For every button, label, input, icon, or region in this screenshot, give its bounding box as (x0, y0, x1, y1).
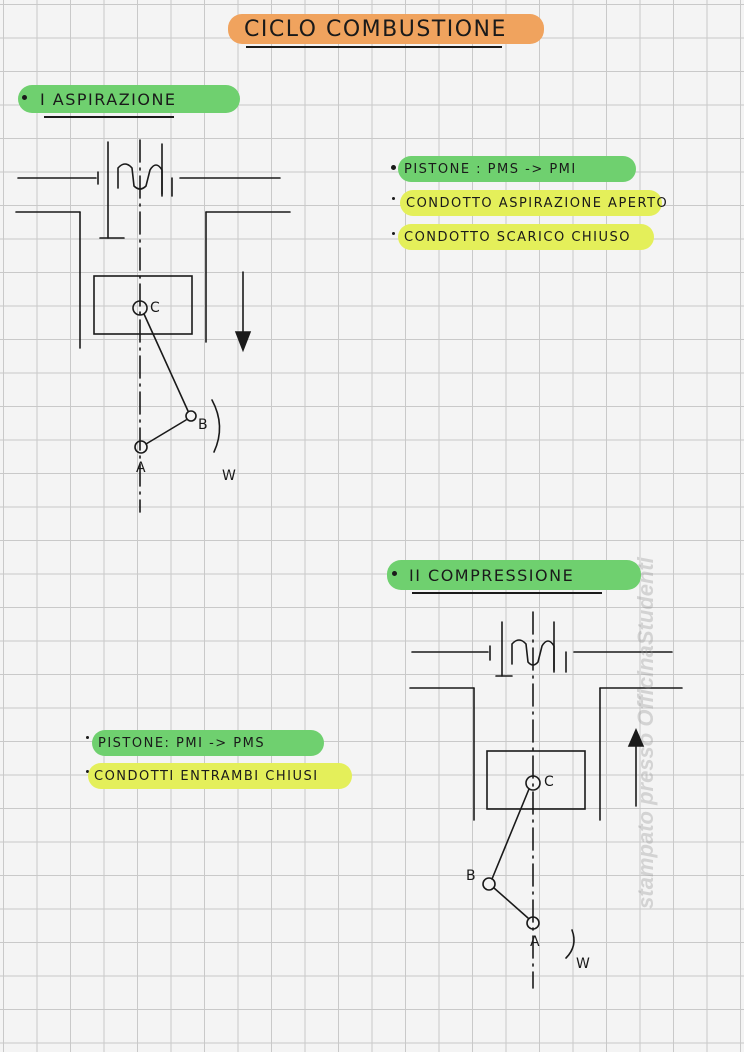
note-text: PISTONE : PMS -> PMI (404, 161, 577, 177)
label-w: W (222, 468, 236, 484)
note-text: CONDOTTI ENTRAMBI CHIUSI (94, 768, 319, 784)
label-a: A (530, 934, 540, 950)
note-bullet (392, 232, 395, 235)
section-2-note-1: PISTONE: PMI -> PMS (92, 730, 324, 756)
label-b: B (198, 417, 208, 433)
title-underline (246, 46, 502, 48)
section-2-bullet (392, 571, 397, 576)
label-c: C (150, 300, 160, 316)
page-title: CICLO COMBUSTIONE (244, 16, 507, 42)
label-a: A (136, 460, 146, 476)
note-bullet (86, 736, 89, 739)
section-1-heading-highlight: I ASPIRAZIONE (18, 85, 240, 113)
section-2-heading: II COMPRESSIONE (409, 565, 575, 585)
note-text: CONDOTTO ASPIRAZIONE APERTO (406, 195, 669, 211)
section-1-note-1: PISTONE : PMS -> PMI (398, 156, 636, 182)
compression-stroke-diagram (409, 611, 683, 989)
section-1-note-3: CONDOTTO SCARICO CHIUSO (398, 224, 654, 250)
label-w: W (576, 956, 590, 972)
label-c: C (544, 774, 554, 790)
page-title-highlight: CICLO COMBUSTIONE (228, 14, 544, 44)
section-2-note-2: CONDOTTI ENTRAMBI CHIUSI (88, 763, 352, 789)
section-1-bullet (22, 95, 27, 100)
note-bullet (392, 197, 395, 200)
section-1-heading: I ASPIRAZIONE (40, 89, 177, 109)
label-b: B (466, 868, 476, 884)
intake-stroke-diagram (15, 139, 291, 513)
note-text: PISTONE: PMI -> PMS (98, 735, 266, 751)
section-1-underline (44, 116, 174, 118)
section-2-heading-highlight: II COMPRESSIONE (387, 560, 641, 590)
note-bullet (391, 165, 396, 170)
note-text: CONDOTTO SCARICO CHIUSO (404, 229, 632, 245)
section-2-underline (412, 592, 602, 594)
section-1-note-2: CONDOTTO ASPIRAZIONE APERTO (400, 190, 667, 216)
watermark: stampato presso OfficinaStudenti (632, 557, 658, 909)
note-bullet (86, 770, 89, 773)
